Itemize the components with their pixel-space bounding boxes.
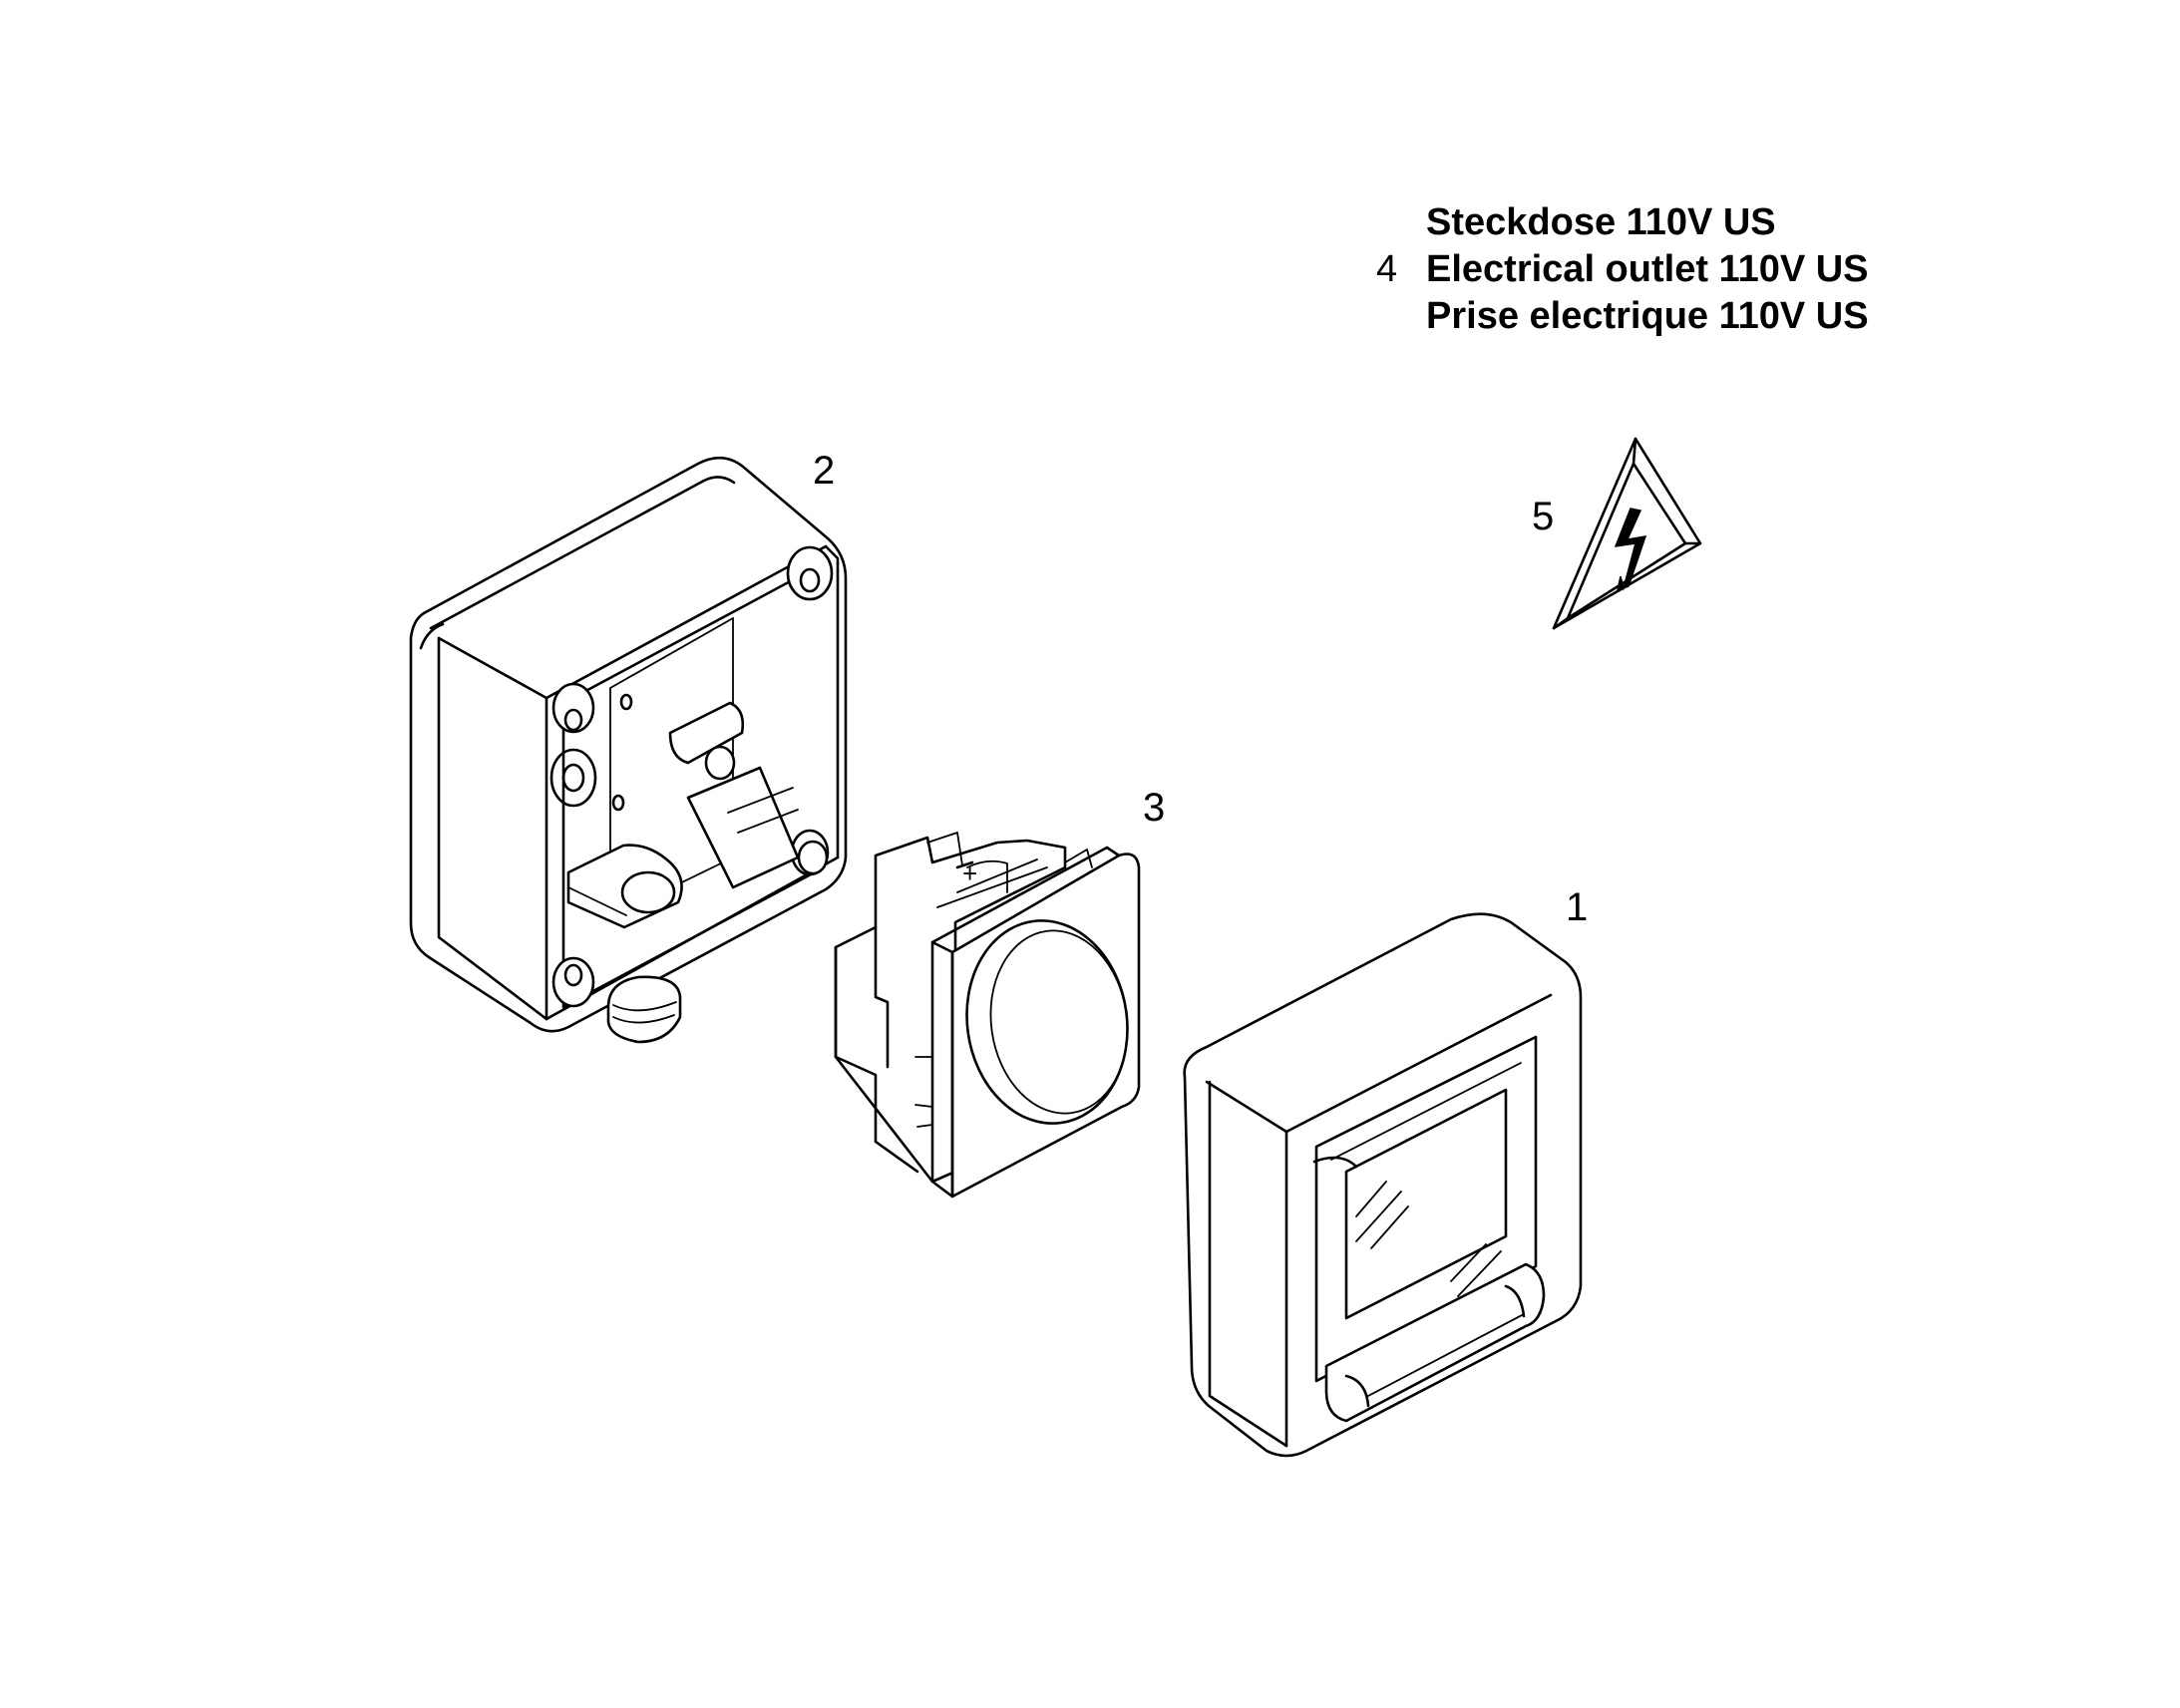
cable-gland <box>606 975 682 1044</box>
legend-line-fr: Prise electrique 110V US <box>1426 295 1869 337</box>
high-voltage-warning-icon <box>1552 437 1702 630</box>
socket-insert: + <box>834 832 1141 1198</box>
parts-legend: Steckdose 110V US 4 Electrical outlet 11… <box>1376 199 1869 340</box>
hinged-cover <box>1183 912 1583 1458</box>
legend-row-2: 4 Electrical outlet 110V US <box>1376 246 1869 293</box>
legend-line-en: Electrical outlet 110V US <box>1426 248 1869 290</box>
legend-row-1: Steckdose 110V US <box>1376 199 1869 246</box>
legend-number: 4 <box>1376 248 1398 290</box>
ground-symbol: + <box>962 858 977 888</box>
junction-box <box>409 456 848 1044</box>
callout-box: 2 <box>813 449 836 493</box>
legend-row-3: Prise electrique 110V US <box>1376 293 1869 340</box>
callout-socket: 3 <box>1143 786 1166 830</box>
callout-cover: 1 <box>1566 885 1589 929</box>
legend-line-de: Steckdose 110V US <box>1426 201 1776 243</box>
callout-warning: 5 <box>1532 495 1555 538</box>
